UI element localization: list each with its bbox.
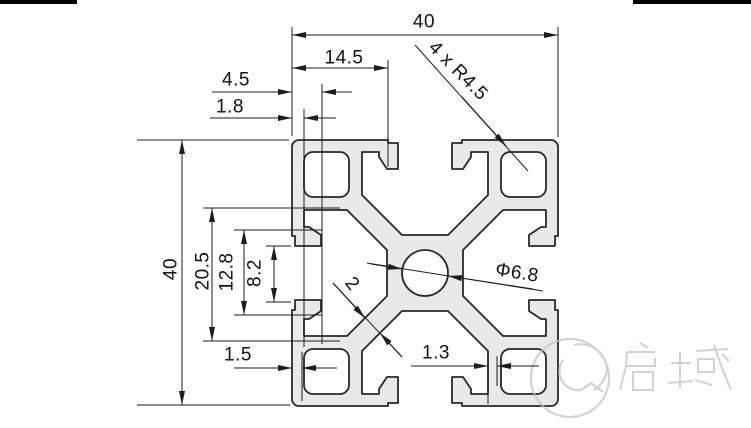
dim-side-height-label: 40	[160, 257, 182, 281]
window-edge-artifact-left	[0, 0, 77, 4]
window-edge-artifact-right	[633, 0, 751, 4]
dim-top-width-label: 40	[412, 11, 436, 33]
corner-bore-top-left	[303, 151, 350, 198]
dim-top-wall-label: 1.8	[216, 96, 244, 118]
watermark-logo	[529, 337, 732, 419]
center-bore	[401, 249, 449, 297]
watermark-char-qi-strokes	[619, 342, 656, 391]
dim-cavity-width-label: 20.5	[192, 251, 214, 291]
dim-corner-radius-leader	[414, 44, 529, 172]
dim-lip-depth-label: 4.5	[222, 69, 250, 91]
dim-web-thickness-line	[332, 282, 403, 358]
dim-slot-opening-label: 8.2	[244, 259, 266, 287]
extension-lines	[137, 27, 559, 406]
dim-left-wall-label: 1.5	[224, 344, 252, 366]
dim-center-hole-leader	[366, 262, 544, 292]
watermark-q-tail-icon	[558, 359, 604, 393]
profile-cross-section	[291, 139, 559, 407]
watermark-q-ring-icon	[529, 337, 611, 419]
watermark-q-swoosh-icon	[573, 343, 609, 391]
dim-slot-wall-label: 1.3	[422, 342, 450, 364]
corner-bore-top-right	[500, 151, 547, 198]
watermark-char-yu-strokes	[667, 344, 732, 391]
dimension-lines	[137, 27, 559, 406]
dim-hook-span-label: 12.8	[216, 252, 238, 292]
dim-slot-offset-label: 14.5	[324, 47, 364, 69]
corner-bore-bottom-left	[303, 348, 350, 395]
watermark-brand-text: 启域	[622, 338, 742, 396]
